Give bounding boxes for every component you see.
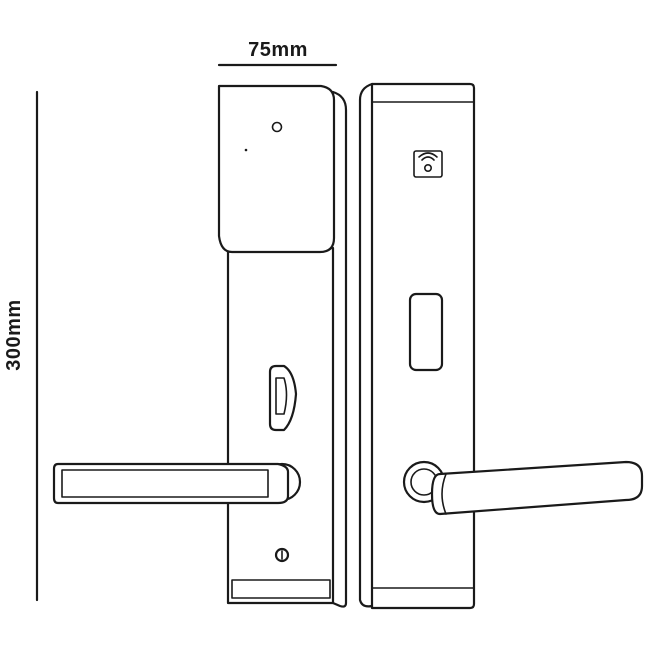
height-dimension-label: 300mm <box>3 299 25 370</box>
emergency-button-icon[interactable] <box>274 547 290 563</box>
front-panel-side <box>331 90 348 608</box>
front-handle-lever[interactable] <box>52 462 290 505</box>
led-indicator-icon <box>271 121 283 133</box>
front-reader-head <box>217 84 336 254</box>
sensor-dot-icon <box>244 148 248 152</box>
height-dimension: 300mm <box>3 90 39 602</box>
privacy-switch-window[interactable] <box>408 292 444 372</box>
back-handle-end-cap <box>441 473 447 515</box>
front-panel-bottom-cap <box>231 579 331 599</box>
front-handle-inset <box>61 469 269 498</box>
rfid-card-icon <box>413 150 443 178</box>
back-panel-side <box>358 82 374 608</box>
back-handle-lever[interactable] <box>430 460 644 516</box>
key-cylinder-cover <box>268 364 298 432</box>
width-dimension: 75mm <box>217 39 338 67</box>
width-dimension-label: 75mm <box>248 39 308 61</box>
front-lock-panel <box>52 84 348 608</box>
back-panel-body <box>370 82 476 610</box>
key-cylinder-inner <box>275 377 288 415</box>
back-lock-panel <box>358 82 644 610</box>
